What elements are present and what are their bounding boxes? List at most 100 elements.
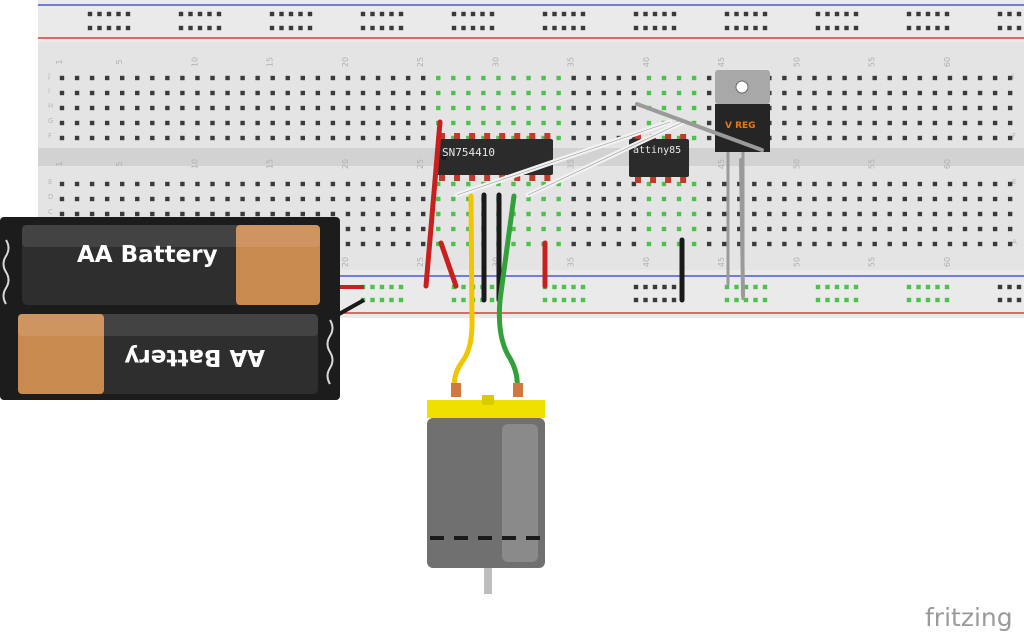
dc-motor[interactable]	[427, 383, 545, 594]
sn754410-chip[interactable]: SN754410	[437, 133, 553, 181]
rail-hole	[480, 11, 485, 17]
hole	[390, 75, 396, 81]
hole	[511, 241, 516, 247]
hole	[917, 211, 923, 217]
hole	[330, 211, 336, 217]
hole	[405, 241, 411, 247]
rail-hole	[944, 297, 950, 303]
hole	[676, 105, 682, 111]
hole	[887, 226, 892, 232]
hole	[782, 90, 787, 96]
hole	[240, 120, 245, 126]
hole	[511, 120, 516, 126]
wire-green-motor[interactable]	[496, 193, 520, 393]
hole	[390, 181, 396, 187]
hole	[752, 211, 757, 217]
hole	[782, 105, 787, 111]
hole	[315, 135, 321, 141]
hole	[797, 75, 802, 81]
row-letter-h: H	[48, 102, 53, 110]
hole	[315, 181, 321, 187]
hole	[616, 75, 622, 81]
chip-pin	[439, 133, 445, 140]
rail-hole	[97, 25, 102, 31]
rail-hole	[370, 297, 375, 303]
hole	[104, 75, 110, 81]
rail-hole	[743, 25, 749, 31]
hole	[150, 211, 155, 217]
rail-hole	[561, 284, 567, 290]
hole	[586, 241, 591, 247]
hole	[375, 75, 381, 81]
wire-red-diagonal[interactable]	[438, 240, 459, 289]
wire-grey-ground[interactable]	[739, 158, 745, 298]
voltage-regulator[interactable]: V REG	[715, 70, 770, 300]
hole	[135, 196, 140, 202]
rail-hole	[288, 25, 294, 31]
hole	[812, 196, 817, 202]
rail-hole	[542, 297, 548, 303]
hole	[315, 75, 321, 81]
battery-pack[interactable]: AA Battery AA Battery	[0, 217, 340, 400]
rail-hole	[916, 284, 921, 290]
column-number: 60	[943, 257, 952, 267]
hole	[330, 75, 336, 81]
hole	[421, 75, 426, 81]
hole	[150, 120, 155, 126]
hole	[390, 196, 396, 202]
rail-hole	[451, 297, 457, 303]
hole	[752, 226, 757, 232]
hole	[691, 211, 697, 217]
wire-grey-regulator[interactable]	[635, 102, 764, 152]
hole	[872, 120, 877, 126]
hole	[646, 120, 652, 126]
rail-hole	[944, 11, 950, 17]
hole	[390, 211, 396, 217]
hole	[270, 196, 275, 202]
rail-hole	[997, 25, 1003, 31]
chip-pin	[529, 174, 536, 181]
rail-hole	[734, 284, 739, 290]
hole	[902, 196, 907, 202]
hole	[932, 105, 938, 111]
wire-red-long[interactable]	[423, 119, 443, 289]
hole	[74, 120, 80, 126]
column-number: 10	[190, 159, 199, 169]
motor-shaft	[484, 568, 492, 594]
hole	[902, 75, 907, 81]
hole	[767, 241, 772, 247]
hole	[436, 181, 441, 187]
row-letter-f: F	[48, 132, 52, 140]
hole	[59, 135, 65, 141]
attiny-body	[629, 139, 689, 177]
hole	[421, 105, 426, 111]
column-number: 55	[868, 257, 877, 267]
hole	[661, 135, 667, 141]
hole	[992, 105, 998, 111]
rail-hole	[762, 284, 768, 290]
hole	[586, 226, 591, 232]
hole	[827, 135, 832, 141]
hole	[255, 211, 260, 217]
rail-hole	[542, 11, 548, 17]
hole	[526, 196, 531, 202]
rail-hole	[197, 25, 203, 31]
rail-hole	[298, 11, 303, 17]
wire-yellow-motor[interactable]	[451, 193, 475, 393]
hole	[375, 226, 381, 232]
hole	[360, 241, 366, 247]
hole	[240, 105, 245, 111]
hole	[842, 226, 847, 232]
hole	[225, 120, 230, 126]
hole	[797, 211, 802, 217]
column-number: 50	[792, 257, 801, 267]
rail-hole	[853, 284, 859, 290]
hole	[827, 120, 832, 126]
hole	[646, 196, 652, 202]
hole	[330, 105, 336, 111]
hole	[526, 226, 531, 232]
hole	[661, 181, 667, 187]
spring-left-top	[2, 239, 10, 305]
hole	[601, 75, 606, 81]
rail-hole	[197, 11, 203, 17]
